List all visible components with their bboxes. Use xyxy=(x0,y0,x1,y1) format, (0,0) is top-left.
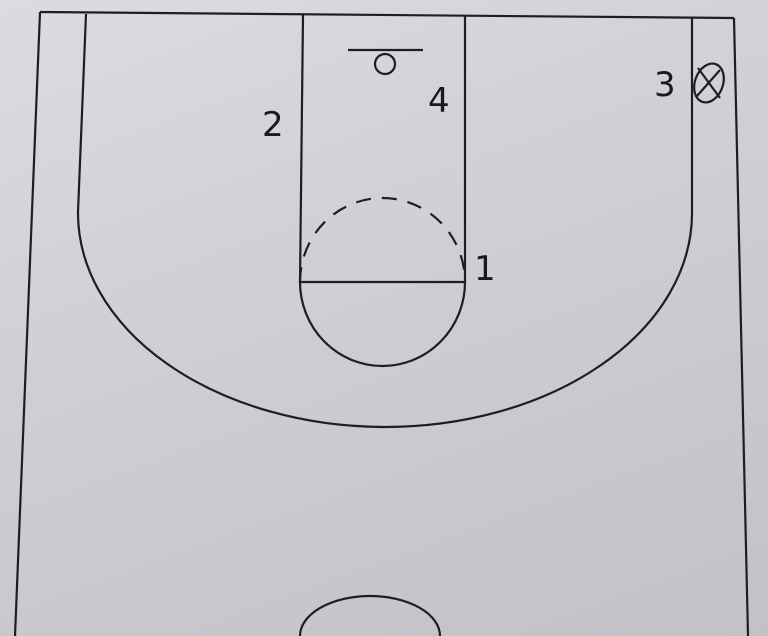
free-throw-circle-dashed xyxy=(298,196,467,283)
player-1-label: 1 xyxy=(474,249,496,289)
left-sideline xyxy=(13,11,42,636)
player-3-label: 3 xyxy=(654,65,676,105)
court-outline xyxy=(13,10,750,636)
player-4-label: 4 xyxy=(428,81,450,121)
basket xyxy=(348,48,423,76)
center-circle xyxy=(298,594,442,636)
lane-left-line xyxy=(298,14,305,283)
baseline xyxy=(39,10,735,20)
right-sideline xyxy=(732,17,750,636)
rim-icon xyxy=(373,52,397,76)
key-lane xyxy=(298,14,467,368)
circled-x-icon xyxy=(693,62,725,104)
three-point-line xyxy=(76,13,694,429)
player-2-label: 2 xyxy=(262,105,284,145)
free-throw-circle-solid xyxy=(298,281,467,368)
